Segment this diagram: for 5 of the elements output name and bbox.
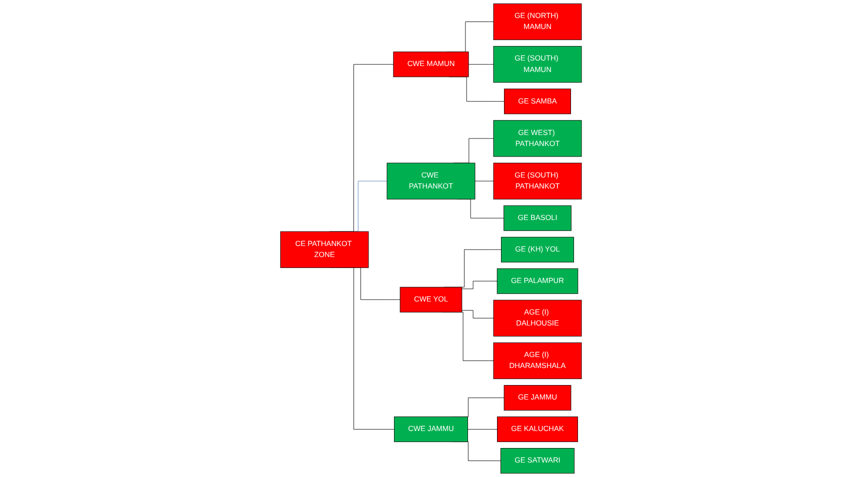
connector	[462, 310, 494, 318]
connector	[462, 280, 498, 290]
connector	[468, 429, 498, 430]
connector	[468, 64, 494, 65]
connector	[474, 180, 494, 182]
